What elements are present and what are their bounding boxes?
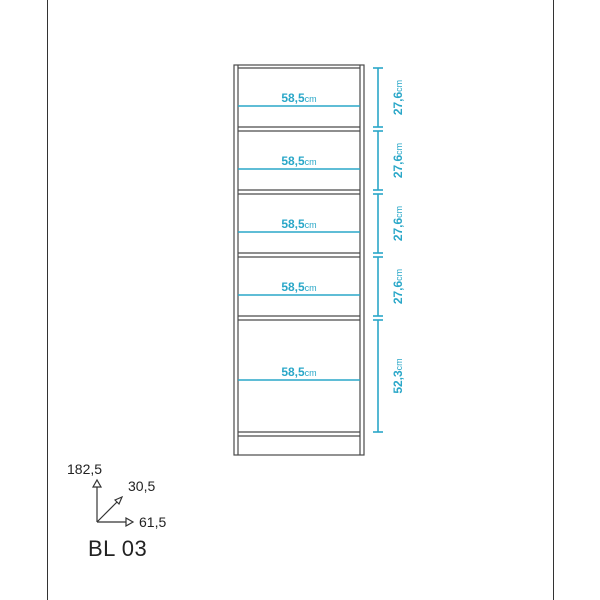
height-dimension-lines [373, 67, 383, 433]
height-unit: cm [394, 80, 404, 92]
overall-depth: 30,5 [128, 478, 155, 494]
width-dimension-label: 58,5cm [281, 91, 316, 105]
width-unit: cm [305, 368, 317, 378]
width-value: 58,5 [281, 154, 305, 168]
height-value: 52,3 [391, 370, 405, 394]
overall-width: 61,5 [139, 514, 166, 530]
height-unit: cm [394, 206, 404, 218]
bookcase-outline [233, 64, 365, 456]
width-value: 58,5 [281, 217, 305, 231]
width-dimension-label: 58,5cm [281, 217, 316, 231]
width-unit: cm [305, 220, 317, 230]
width-value: 58,5 [281, 91, 305, 105]
left-frame-line [47, 0, 48, 600]
model-name: BL 03 [88, 536, 148, 561]
height-value: 27,6 [391, 280, 405, 304]
width-dimension-label: 58,5cm [281, 365, 316, 379]
width-dimension-label: 58,5cm [281, 154, 316, 168]
height-dimension-label: 27,6cm [391, 143, 405, 178]
width-value: 58,5 [281, 365, 305, 379]
width-value: 58,5 [281, 280, 305, 294]
height-unit: cm [394, 143, 404, 155]
height-dimension-label: 27,6cm [391, 80, 405, 115]
height-unit: cm [394, 358, 404, 370]
width-dimension-lines [238, 105, 360, 381]
axis-height-arrow [91, 478, 103, 488]
width-unit: cm [305, 94, 317, 104]
height-value: 27,6 [391, 154, 405, 178]
height-unit: cm [394, 269, 404, 281]
height-dimension-label: 52,3cm [391, 358, 405, 393]
shelf-boards [238, 126, 360, 437]
height-value: 27,6 [391, 91, 405, 115]
axis-depth-arrow [113, 495, 124, 506]
right-frame-line [553, 0, 554, 600]
axis-arrows-icon [91, 478, 135, 528]
height-value: 27,6 [391, 217, 405, 241]
bookcase-outer [233, 64, 365, 456]
height-dimension-label: 27,6cm [391, 269, 405, 304]
width-unit: cm [305, 283, 317, 293]
overall-height: 182,5 [67, 461, 102, 477]
axis-width-arrow [125, 516, 135, 528]
axis-depth-line [96, 500, 119, 523]
width-unit: cm [305, 157, 317, 167]
height-dimension-label: 27,6cm [391, 206, 405, 241]
width-dimension-label: 58,5cm [281, 280, 316, 294]
